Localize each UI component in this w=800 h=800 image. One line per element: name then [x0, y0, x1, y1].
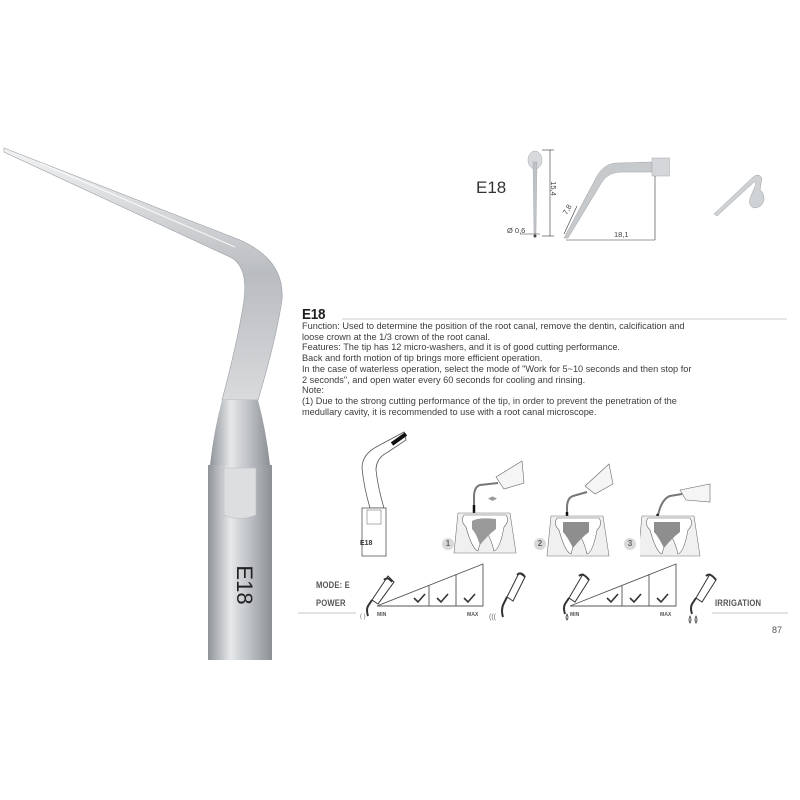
- side-view-drawing: [563, 157, 670, 241]
- page-number: 87: [772, 625, 783, 635]
- water-drop-icon: [565, 613, 569, 621]
- title-divider: [342, 318, 787, 320]
- tooth-step-2-illustration: [546, 463, 614, 557]
- step-number-1: 1: [442, 538, 454, 550]
- check-icon: [606, 593, 619, 604]
- water-drops-icon: [688, 615, 698, 624]
- handpiece-water-low-icon: [563, 573, 590, 621]
- mode-label: MODE: E: [316, 580, 350, 590]
- irrigation-scale: [569, 563, 677, 607]
- irrigation-min-label: MIN: [570, 612, 580, 618]
- handpiece-vibration-low-icon: ( ): [360, 575, 395, 620]
- small-tip-outline: [361, 431, 408, 557]
- spec-model-label: E18: [476, 178, 507, 197]
- step-number-2: 2: [534, 538, 546, 550]
- description-line: loose crown at the 1/3 crown of the root…: [302, 331, 490, 342]
- description-line: Function: Used to determine the position…: [302, 321, 685, 331]
- check-icon: [463, 593, 476, 604]
- handpiece-vibration-high-icon: (((: [489, 572, 526, 621]
- svg-text:◂▸: ◂▸: [488, 493, 498, 503]
- check-icon: [656, 593, 669, 604]
- power-label: POWER: [316, 598, 346, 608]
- description-line: In the case of waterless operation, sele…: [302, 363, 692, 374]
- description-line: (1) Due to the strong cutting performanc…: [302, 395, 677, 406]
- power-min-label: MIN: [377, 612, 387, 618]
- irrigation-max-label: MAX: [660, 612, 672, 618]
- irrigation-label: IRRIGATION: [715, 598, 762, 608]
- dimension-overall-length: 18,1: [614, 230, 629, 239]
- step-number-3: 3: [624, 538, 636, 550]
- tooth-step-3-illustration: [640, 483, 711, 557]
- large-tip-illustration: [3, 147, 283, 660]
- power-underline: [298, 612, 356, 614]
- handpiece-water-high-icon: [688, 573, 717, 624]
- section-title: E18: [302, 306, 326, 323]
- irrigation-underline: [712, 612, 788, 614]
- shank-engraving: E18: [232, 565, 257, 605]
- description-line: Features: The tip has 12 micro-washers, …: [302, 342, 620, 353]
- check-icon: [629, 593, 642, 604]
- angled-view-drawing: [713, 174, 765, 217]
- description-line: medullary cavity, it is recommended to u…: [302, 406, 597, 417]
- dimension-height: 15,4: [548, 181, 558, 196]
- svg-text:( ): ( ): [360, 614, 366, 620]
- check-icon: [436, 593, 449, 604]
- tooth-step-1-illustration: ◂▸: [453, 460, 525, 554]
- small-tip-label: E18: [360, 540, 373, 547]
- description-text: Function: Used to determine the position…: [302, 321, 792, 417]
- description-line: Back and forth motion of tip brings more…: [302, 353, 543, 364]
- power-max-label: MAX: [467, 612, 479, 618]
- power-scale: [376, 563, 484, 607]
- svg-text:(((: (((: [489, 614, 497, 621]
- dimension-diameter: Ø 0,6: [507, 226, 526, 235]
- description-line: Note:: [302, 385, 324, 396]
- front-view-drawing: [520, 149, 554, 238]
- description-line: 2 seconds", and open water every 60 seco…: [302, 374, 586, 385]
- check-icon: [413, 593, 426, 604]
